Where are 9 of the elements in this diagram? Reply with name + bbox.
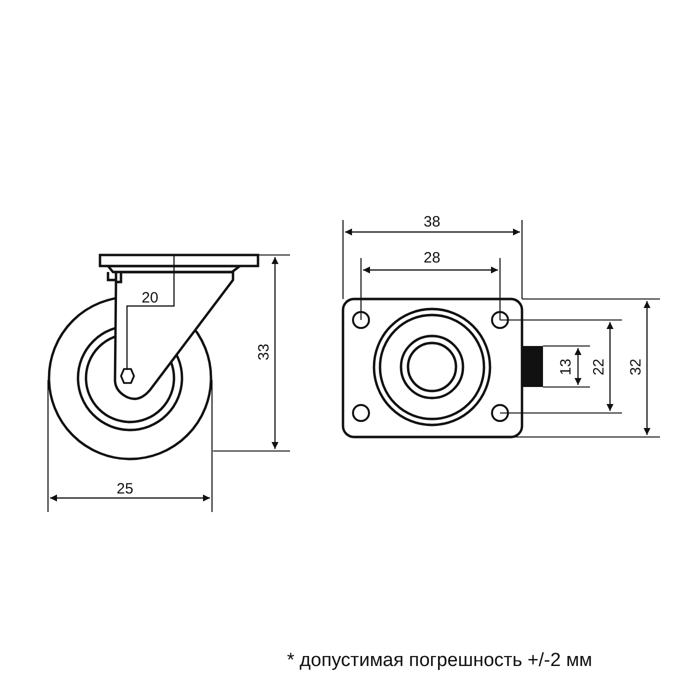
dimension-value: 33: [256, 344, 272, 360]
dimension-value: 32: [628, 358, 644, 376]
dimension-value: 22: [592, 358, 606, 376]
dimension-value: 38: [424, 214, 440, 230]
dimension-value: 13: [558, 358, 574, 376]
tolerance-note: * допустимая погрешность +/-2 мм: [287, 651, 592, 670]
dimension-value: 25: [116, 482, 134, 496]
dimension-value: 20: [142, 290, 158, 306]
dimension-value: 28: [424, 250, 440, 266]
